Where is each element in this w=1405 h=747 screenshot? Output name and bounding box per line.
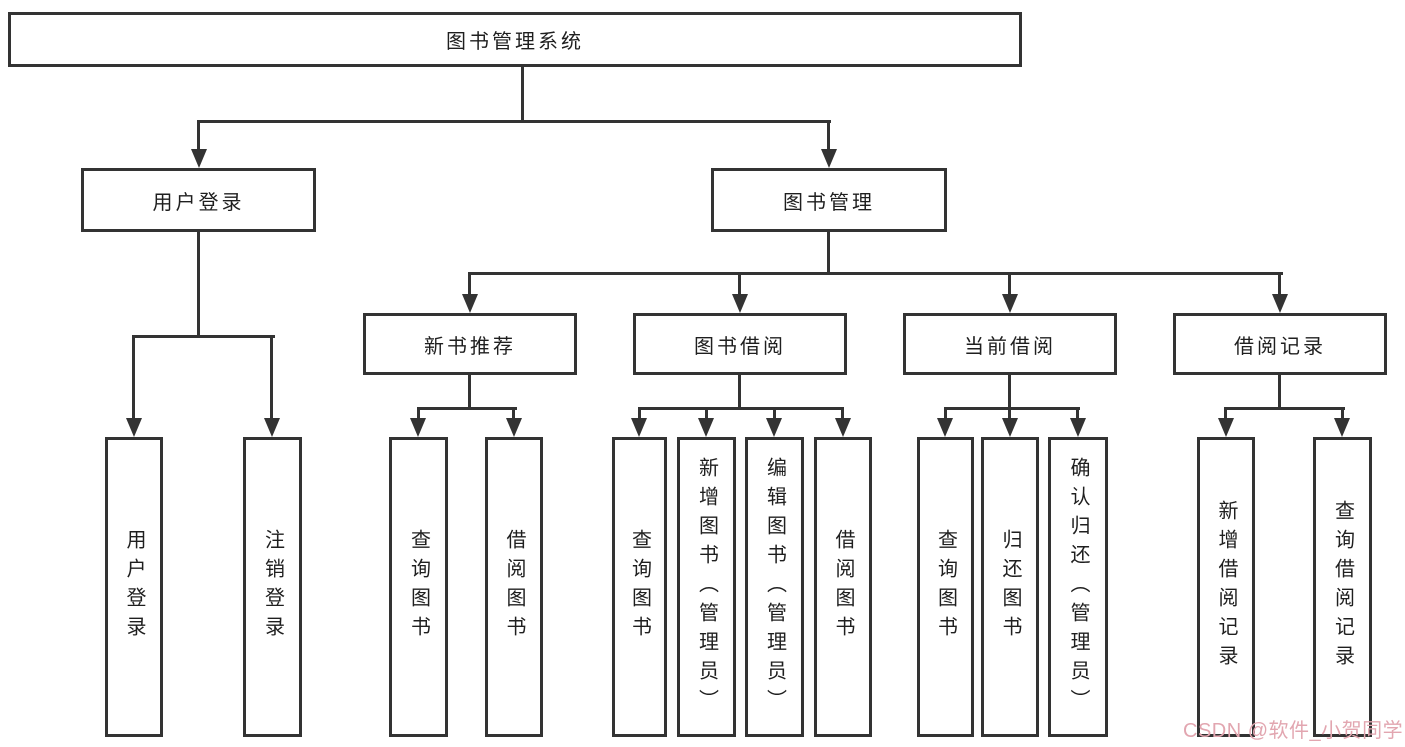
node-book-management-label: 图书管理	[783, 191, 875, 214]
watermark: CSDN @软件_小贺同学	[1183, 720, 1404, 742]
leaf-borrow-edit-books-admin-label: 编辑图书（管理员）	[763, 456, 786, 718]
connector-line	[841, 407, 844, 420]
connector-line	[132, 335, 275, 338]
arrow-down-icon	[1272, 294, 1288, 313]
node-book-borrow: 图书借阅	[633, 313, 847, 375]
connector-line	[197, 120, 831, 123]
arrow-down-icon	[631, 418, 647, 437]
connector-line	[197, 232, 200, 338]
leaf-borrow-borrow-books-label: 借阅图书	[832, 529, 854, 645]
arrow-down-icon	[937, 418, 953, 437]
node-current-borrow-label: 当前借阅	[964, 335, 1056, 358]
connector-line	[1076, 407, 1079, 420]
leaf-logout-label: 注销登录	[261, 529, 284, 645]
arrow-down-icon	[506, 418, 522, 437]
leaf-newbook-query-books: 查询图书	[389, 437, 448, 737]
arrow-down-icon	[1334, 418, 1350, 437]
leaf-newbook-query-books-label: 查询图书	[407, 529, 430, 645]
node-borrow-records-label: 借阅记录	[1234, 335, 1326, 358]
leaf-current-confirm-return-admin-label: 确认归还（管理员）	[1067, 456, 1089, 718]
connector-line	[417, 407, 420, 420]
connector-line	[738, 272, 741, 296]
leaf-current-confirm-return-admin: 确认归还（管理员）	[1048, 437, 1108, 737]
arrow-down-icon	[1002, 294, 1018, 313]
leaf-borrow-add-books-admin: 新增图书（管理员）	[677, 437, 736, 737]
connector-line	[1278, 375, 1281, 410]
leaf-current-query-books-label: 查询图书	[934, 529, 957, 645]
leaf-logout: 注销登录	[243, 437, 302, 737]
node-book-management: 图书管理	[711, 168, 947, 232]
node-user-login: 用户登录	[81, 168, 316, 232]
arrow-down-icon	[126, 418, 142, 437]
arrow-down-icon	[410, 418, 426, 437]
leaf-newbook-borrow-books-label: 借阅图书	[503, 529, 525, 645]
connector-line	[944, 407, 947, 420]
node-new-book-recommend: 新书推荐	[363, 313, 577, 375]
arrow-down-icon	[264, 418, 280, 437]
connector-line	[827, 120, 830, 151]
node-root-label: 图书管理系统	[446, 31, 584, 53]
connector-line	[1224, 407, 1345, 410]
leaf-current-return-books-label: 归还图书	[999, 529, 1021, 645]
connector-line	[1008, 407, 1011, 420]
leaf-records-add-record-label: 新增借阅记录	[1215, 500, 1237, 674]
node-root: 图书管理系统	[8, 12, 1022, 67]
arrow-down-icon	[462, 294, 478, 313]
leaf-records-query-record: 查询借阅记录	[1313, 437, 1372, 737]
leaf-user-login-label: 用户登录	[123, 529, 145, 645]
connector-line	[197, 120, 200, 151]
connector-line	[417, 407, 517, 410]
connector-line	[468, 272, 1283, 275]
connector-line	[1008, 272, 1011, 296]
connector-line	[638, 407, 844, 410]
arrow-down-icon	[1002, 418, 1018, 437]
arrow-down-icon	[1218, 418, 1234, 437]
connector-line	[827, 232, 830, 275]
arrow-down-icon	[766, 418, 782, 437]
leaf-borrow-query-books-label: 查询图书	[628, 529, 651, 645]
leaf-borrow-borrow-books: 借阅图书	[814, 437, 872, 737]
connector-line	[638, 407, 641, 420]
leaf-current-return-books: 归还图书	[981, 437, 1039, 737]
connector-line	[512, 407, 515, 420]
connector-line	[1008, 375, 1011, 410]
arrow-down-icon	[821, 149, 837, 168]
leaf-newbook-borrow-books: 借阅图书	[485, 437, 543, 737]
arrow-down-icon	[835, 418, 851, 437]
connector-line	[132, 335, 135, 420]
connector-line	[944, 407, 1080, 410]
connector-line	[1341, 407, 1344, 420]
connector-line	[705, 407, 708, 420]
connector-line	[1224, 407, 1227, 420]
leaf-borrow-add-books-admin-label: 新增图书（管理员）	[695, 456, 718, 718]
connector-line	[521, 66, 524, 122]
arrow-down-icon	[191, 149, 207, 168]
connector-line	[468, 272, 471, 296]
connector-line	[270, 335, 273, 420]
node-borrow-records: 借阅记录	[1173, 313, 1387, 375]
node-user-login-label: 用户登录	[152, 191, 245, 214]
node-book-borrow-label: 图书借阅	[694, 335, 786, 358]
arrow-down-icon	[698, 418, 714, 437]
arrow-down-icon	[732, 294, 748, 313]
connector-line	[1278, 272, 1281, 296]
leaf-user-login: 用户登录	[105, 437, 163, 737]
connector-line	[468, 375, 471, 410]
leaf-borrow-query-books: 查询图书	[612, 437, 667, 737]
connector-line	[738, 375, 741, 410]
leaf-current-query-books: 查询图书	[917, 437, 974, 737]
node-current-borrow: 当前借阅	[903, 313, 1117, 375]
connector-line	[773, 407, 776, 420]
node-new-book-recommend-label: 新书推荐	[424, 335, 516, 358]
leaf-borrow-edit-books-admin: 编辑图书（管理员）	[745, 437, 804, 737]
arrow-down-icon	[1070, 418, 1086, 437]
leaf-records-query-record-label: 查询借阅记录	[1331, 500, 1354, 674]
leaf-records-add-record: 新增借阅记录	[1197, 437, 1255, 737]
